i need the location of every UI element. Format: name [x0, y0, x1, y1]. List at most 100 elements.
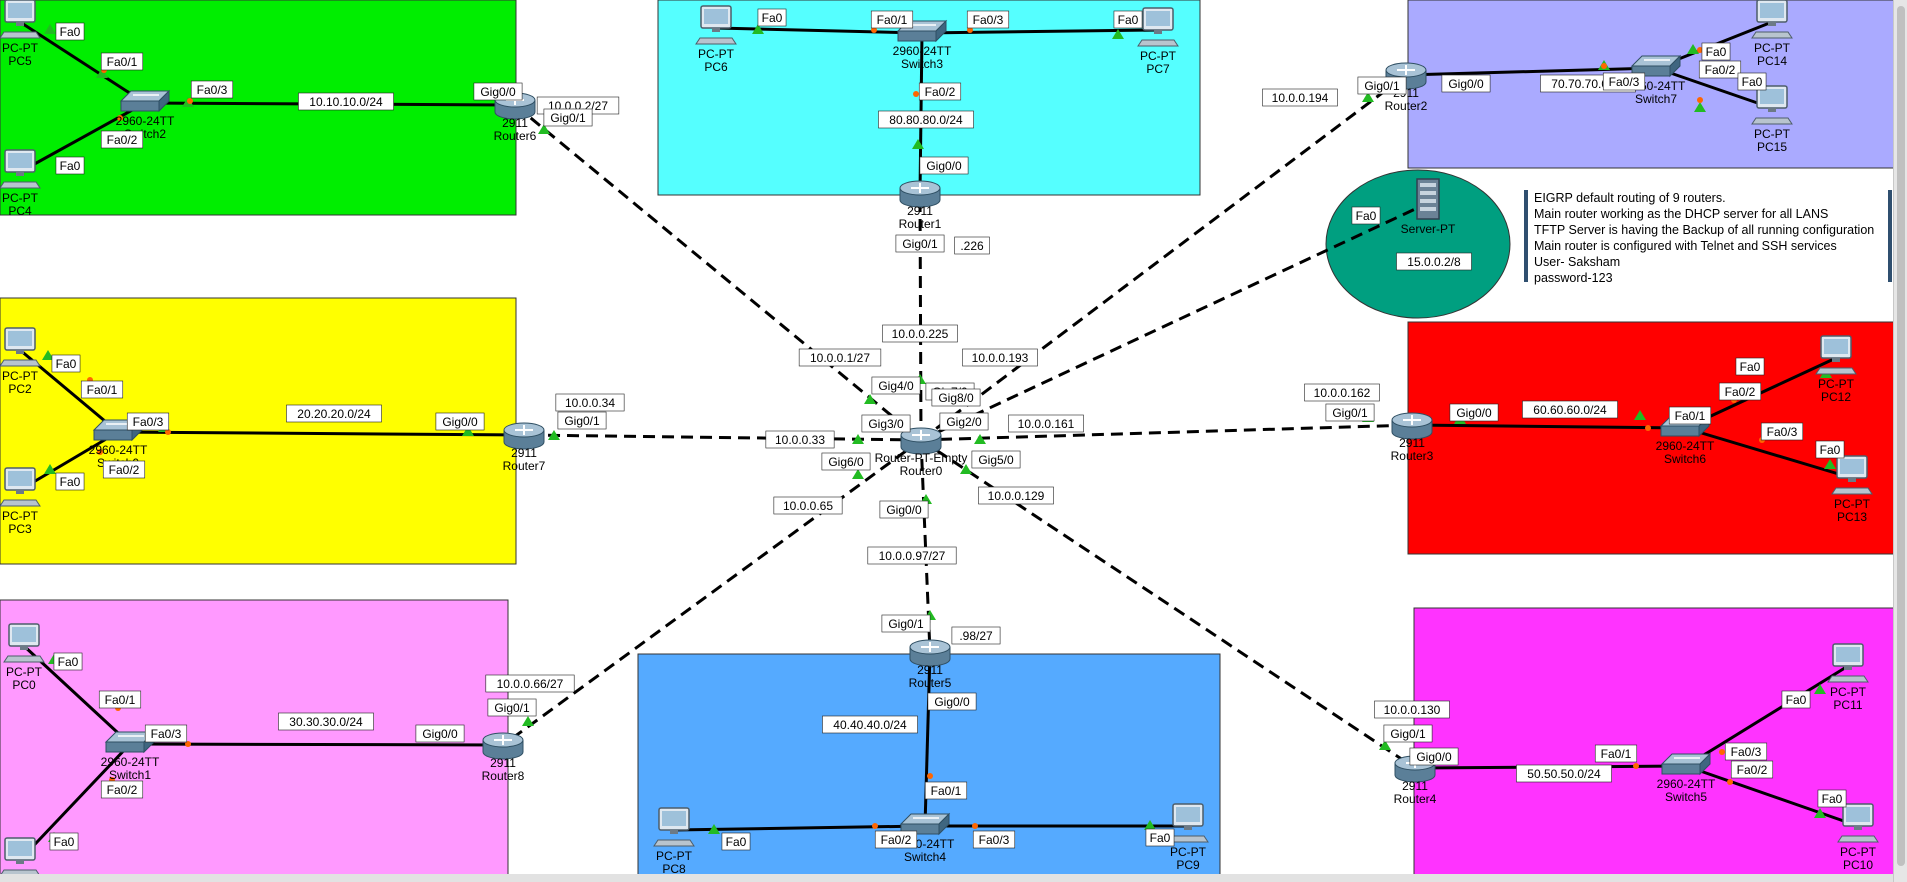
interface-tag: Fa0	[55, 472, 85, 491]
interface-tag: Gig3/0	[861, 414, 911, 433]
device-model-label: Router-PT-Empty	[875, 451, 968, 465]
interface-tag: Fa0	[721, 832, 751, 851]
device-name-label: PC5	[8, 54, 32, 68]
device-name-label: Router3	[1391, 449, 1434, 463]
interface-tag: Fa0/2	[100, 130, 144, 149]
device-name-label: Router8	[482, 769, 525, 783]
svg-text:20.20.20.0/24: 20.20.20.0/24	[297, 407, 371, 421]
link-router0-server[interactable]	[920, 201, 1429, 442]
device-name-label: PC7	[1146, 62, 1170, 76]
port-link-dot	[185, 741, 191, 747]
link-pc1-switch1[interactable]	[18, 742, 132, 862]
link-router0-router7[interactable]	[523, 433, 922, 442]
svg-text:10.0.0.161: 10.0.0.161	[1018, 417, 1075, 431]
link-router0-router1[interactable]	[918, 192, 923, 441]
port-up-marker	[708, 824, 720, 834]
device-model-label: PC-PT	[1754, 127, 1791, 141]
port-link-dot	[872, 823, 878, 829]
port-up-marker	[1112, 29, 1124, 39]
interface-tag: Fa0	[1781, 690, 1811, 709]
svg-text:Fa0: Fa0	[1150, 831, 1171, 845]
svg-text:Fa0: Fa0	[58, 655, 79, 669]
link-pc6-switch3[interactable]	[715, 26, 923, 35]
device-model-label: 2911	[907, 204, 933, 218]
interface-tag: Fa0	[757, 8, 787, 27]
interface-tag: Fa0/3	[972, 830, 1016, 849]
link-switch0-router7[interactable]	[117, 430, 525, 437]
interface-tag: 10.0.0.161	[1008, 414, 1084, 433]
port-up-marker	[1687, 44, 1699, 54]
link-switch7-pc15[interactable]	[1655, 66, 1773, 110]
link-router0-router2[interactable]	[920, 73, 1407, 442]
port-link-dot	[1697, 97, 1703, 103]
link-switch5-pc10[interactable]	[1685, 764, 1859, 828]
scrollbar-thumb[interactable]	[1897, 6, 1905, 866]
port-up-marker	[1379, 740, 1391, 750]
link-switch1-router8[interactable]	[129, 742, 504, 747]
link-router0-router6[interactable]	[514, 103, 922, 442]
svg-text:Fa0/3: Fa0/3	[1609, 75, 1640, 89]
link-router2-switch7[interactable]	[1405, 66, 1657, 77]
device-model-label: PC-PT	[1754, 41, 1791, 55]
link-pc4-switch2[interactable]	[19, 101, 146, 174]
interface-tag: Fa0/1	[1668, 406, 1712, 425]
vertical-scrollbar[interactable]	[1893, 0, 1907, 882]
horizontal-scrollbar[interactable]	[0, 874, 1893, 882]
link-pc3-switch0[interactable]	[19, 430, 119, 492]
link-router3-switch6[interactable]	[1411, 423, 1686, 430]
svg-text:Fa0/2: Fa0/2	[107, 133, 138, 147]
device-model-label: Server-PT	[1401, 222, 1456, 236]
interface-tag: Gig0/1	[543, 108, 593, 127]
port-up-marker	[538, 124, 550, 134]
svg-text:Fa0/2: Fa0/2	[881, 833, 912, 847]
device-name-label: PC9	[1176, 858, 1200, 872]
note-line: password-123	[1534, 271, 1613, 285]
svg-text:Fa0: Fa0	[1740, 360, 1761, 374]
link-switch5-pc11[interactable]	[1685, 664, 1849, 768]
svg-text:10.0.0.33: 10.0.0.33	[775, 433, 825, 447]
svg-text:Fa0/1: Fa0/1	[1675, 409, 1706, 423]
link-router0-router8[interactable]	[502, 438, 922, 747]
port-link-dot	[117, 115, 123, 121]
device-model-label: 2911	[917, 663, 943, 677]
link-pc5-switch2[interactable]	[19, 20, 146, 105]
interface-tag: Gig8/0	[931, 388, 981, 407]
interface-tag: Gig5/0	[971, 450, 1021, 469]
server-server[interactable]: Server-PT	[1401, 178, 1456, 236]
port-link-dot	[1645, 425, 1651, 431]
svg-text:30.30.30.0/24: 30.30.30.0/24	[289, 715, 363, 729]
link-router0-router3[interactable]	[920, 423, 1413, 442]
link-switch6-pc13[interactable]	[1684, 426, 1853, 480]
pc-pc1[interactable]	[0, 837, 41, 877]
device-model-label: 2911	[490, 756, 516, 770]
interface-tag: Gig0/1	[881, 614, 931, 633]
